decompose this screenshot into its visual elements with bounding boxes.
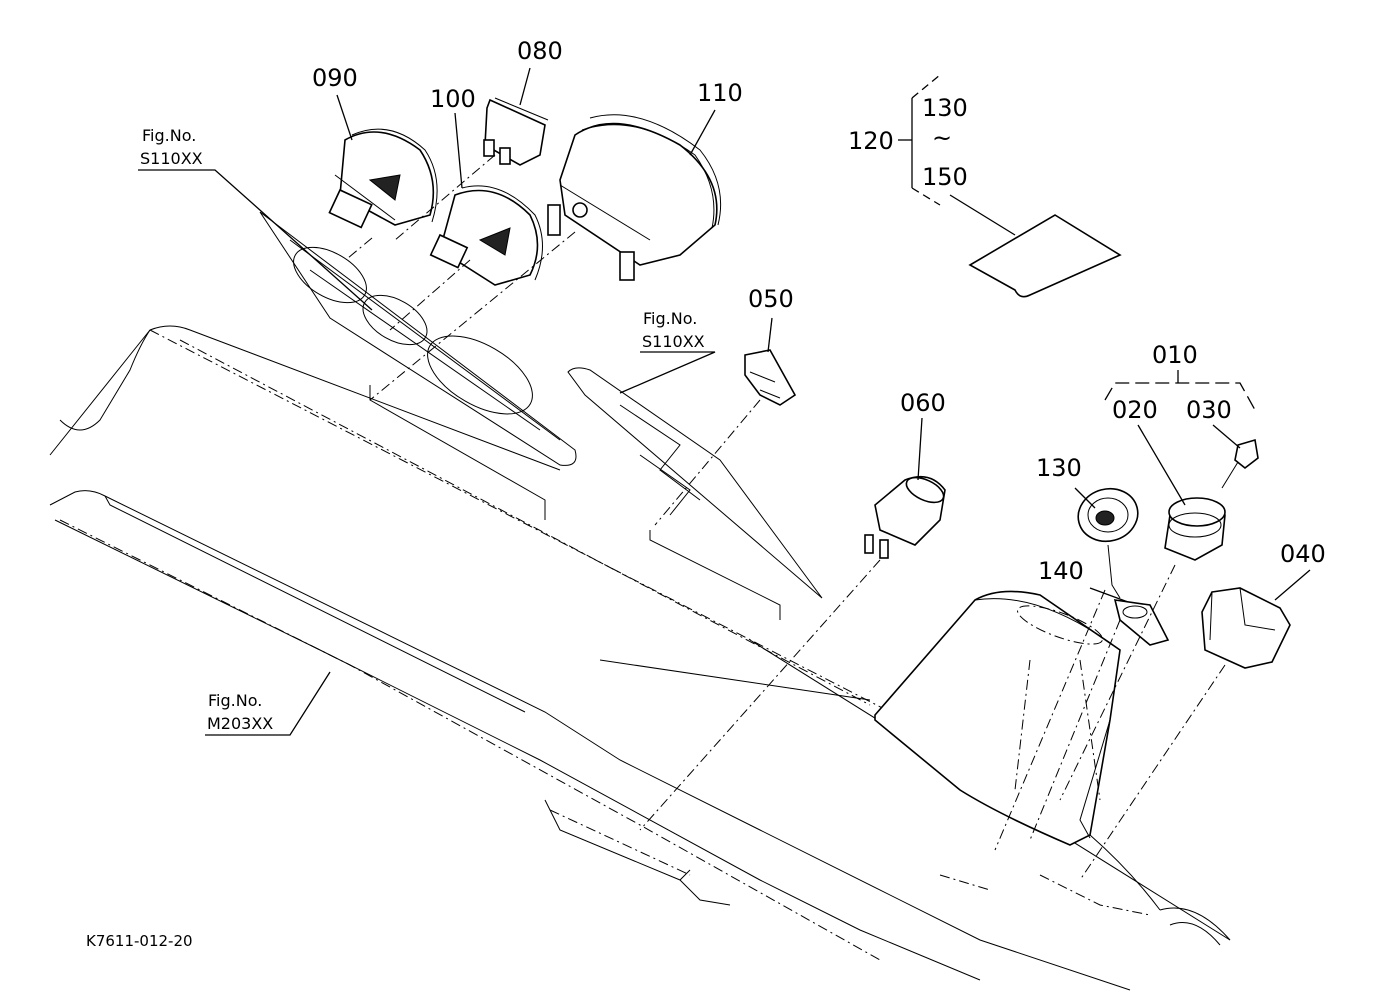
callout-020: 020	[1112, 396, 1158, 424]
callout-030: 030	[1186, 396, 1232, 424]
part-060-socket[interactable]	[864, 472, 947, 559]
callout-090: 090	[312, 64, 358, 92]
part-050-clip[interactable]	[744, 349, 797, 406]
fig-ref-label-3: Fig.No.	[208, 691, 262, 710]
drawing-code: K7611-012-20	[86, 932, 193, 950]
callouts: 090 080 100 110 120 130 ~ 150 050 060 01…	[312, 37, 1326, 585]
callout-150: 150	[922, 163, 968, 191]
callout-100: 100	[430, 85, 476, 113]
dashboard-panel	[49, 325, 1231, 991]
fig-ref-number-3: M203XX	[207, 714, 273, 733]
callout-080: 080	[517, 37, 563, 65]
fig-ref-number-1: S110XX	[140, 149, 203, 168]
part-100-meter[interactable]	[429, 185, 543, 286]
part-080-switch[interactable]	[483, 97, 549, 166]
callout-140: 140	[1038, 557, 1084, 585]
part-150-label-sheet[interactable]	[968, 214, 1122, 298]
fig-ref-label-1: Fig.No.	[142, 126, 196, 145]
part-040-switch[interactable]	[1201, 587, 1291, 669]
leader-lines	[138, 67, 1311, 881]
callout-040: 040	[1280, 540, 1326, 568]
callout-range-separator: ~	[932, 124, 952, 152]
fig-ref-number-2: S110XX	[642, 332, 705, 351]
callout-110: 110	[697, 79, 743, 107]
part-090-meter[interactable]	[328, 128, 438, 229]
callout-120: 120	[848, 127, 894, 155]
part-140-bracket[interactable]	[1113, 599, 1170, 646]
part-030-key[interactable]	[1221, 438, 1259, 489]
part-130-cap[interactable]	[1072, 482, 1143, 599]
figure-references: Fig.No. S110XX Fig.No. S110XX Fig.No. M2…	[140, 126, 705, 733]
part-110-meter[interactable]	[547, 114, 722, 281]
callout-050: 050	[748, 285, 794, 313]
indicator-decal-sheet	[567, 367, 823, 599]
part-020-key-switch[interactable]	[1164, 497, 1226, 561]
callout-130-range: 130	[922, 94, 968, 122]
fig-ref-label-2: Fig.No.	[643, 309, 697, 328]
callout-060: 060	[900, 389, 946, 417]
callout-010: 010	[1152, 341, 1198, 369]
callout-130: 130	[1036, 454, 1082, 482]
meter-decal-sheet-left	[259, 211, 577, 466]
